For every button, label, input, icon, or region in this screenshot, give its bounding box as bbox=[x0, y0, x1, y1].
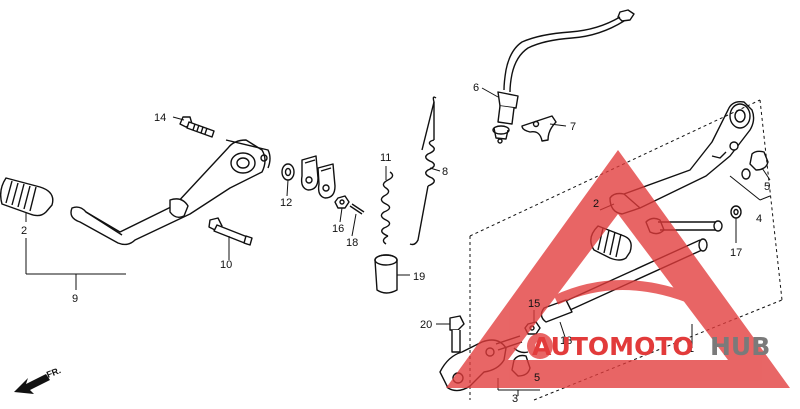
callout-16: 16 bbox=[332, 223, 344, 235]
bolt-10 bbox=[208, 217, 253, 246]
spring-8 bbox=[409, 96, 437, 246]
callout-10: 10 bbox=[220, 259, 232, 271]
callout-labels: 2 9 14 10 12 16 18 11 8 19 6 7 2 5 4 17 … bbox=[21, 82, 770, 405]
callout-15: 15 bbox=[528, 298, 540, 310]
brand-circle-icon bbox=[527, 333, 553, 359]
callout-13: 13 bbox=[560, 335, 572, 347]
callout-8: 8 bbox=[442, 166, 448, 178]
cap-5-upper bbox=[741, 150, 769, 180]
watermark bbox=[446, 150, 790, 388]
callout-4: 4 bbox=[756, 213, 762, 225]
left-brake-pedal-group bbox=[0, 96, 437, 294]
callout-5-upper: 5 bbox=[764, 181, 770, 193]
front-direction-arrow: FR. bbox=[14, 365, 62, 394]
callout-7: 7 bbox=[570, 121, 576, 133]
spring-11 bbox=[380, 171, 394, 245]
callout-9: 9 bbox=[72, 293, 78, 305]
callout-19: 19 bbox=[413, 271, 425, 283]
callout-6: 6 bbox=[473, 82, 479, 94]
callout-11: 11 bbox=[380, 152, 391, 164]
direction-label: FR. bbox=[45, 365, 62, 380]
brake-pedal-arm bbox=[70, 139, 271, 246]
callout-14: 14 bbox=[154, 112, 166, 124]
pedal-rubber-left bbox=[0, 177, 54, 217]
watermark-text: AUTOMOTO HUB bbox=[532, 332, 770, 361]
callout-1: 1 bbox=[688, 343, 694, 355]
callout-20: 20 bbox=[420, 319, 432, 331]
watermark-brand-b: HUB bbox=[710, 332, 770, 361]
callout-17: 17 bbox=[730, 247, 742, 259]
callout-3: 3 bbox=[512, 393, 518, 405]
washer-17 bbox=[730, 205, 742, 219]
arrow-down-left-icon bbox=[14, 374, 50, 394]
callout-5-lower: 5 bbox=[534, 372, 540, 384]
sleeve-19 bbox=[374, 254, 398, 294]
callout-2-left: 2 bbox=[21, 225, 27, 237]
nut-16 bbox=[334, 195, 350, 209]
bolt-14 bbox=[179, 116, 215, 138]
brake-switch-group bbox=[492, 9, 635, 144]
watermark-brand-a: AUTOMOTO bbox=[532, 332, 694, 361]
washer-12 bbox=[281, 163, 295, 181]
callout-2-right: 2 bbox=[593, 198, 599, 210]
bolt-20 bbox=[449, 315, 465, 353]
pin-18 bbox=[349, 203, 365, 215]
callout-18: 18 bbox=[346, 237, 358, 249]
callout-12: 12 bbox=[280, 197, 292, 209]
clevis-pair bbox=[300, 155, 336, 199]
